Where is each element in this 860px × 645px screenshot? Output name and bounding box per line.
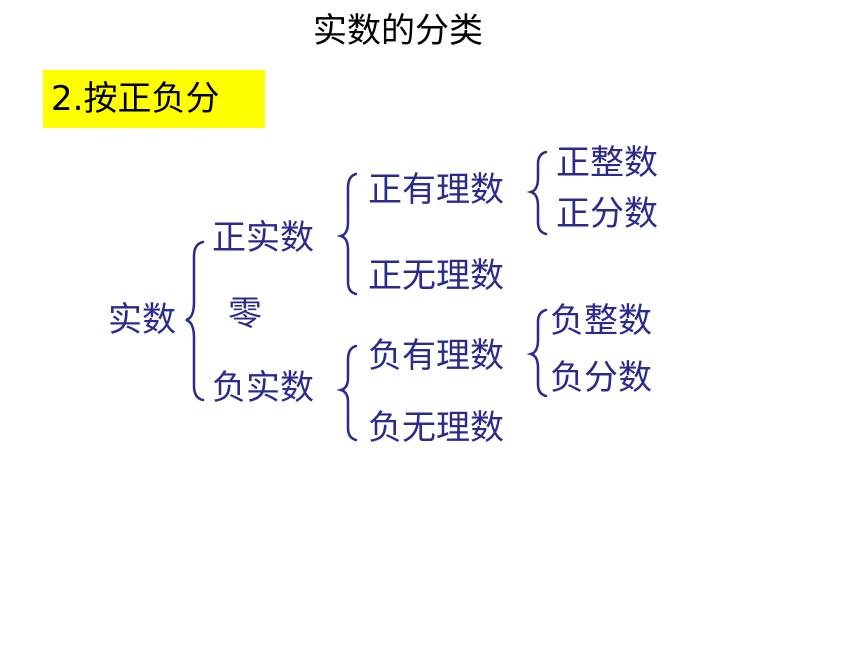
brace-root [185, 240, 205, 402]
section-heading: 2.按正负分 [43, 70, 265, 128]
node-negative-real: 负实数 [212, 368, 314, 408]
node-negative-integer: 负整数 [550, 301, 652, 341]
brace-neg-rational [526, 308, 548, 398]
brace-positive [336, 172, 358, 296]
brace-pos-rational [526, 150, 548, 236]
node-real-numbers: 实数 [108, 300, 176, 340]
node-negative-irrational: 负无理数 [368, 408, 504, 448]
node-zero: 零 [228, 294, 262, 334]
node-negative-fraction: 负分数 [550, 358, 652, 398]
node-positive-irrational: 正无理数 [368, 256, 504, 296]
node-negative-rational: 负有理数 [368, 336, 504, 376]
node-positive-real: 正实数 [212, 218, 314, 258]
node-positive-integer: 正整数 [556, 143, 658, 183]
brace-negative [336, 344, 358, 442]
node-positive-rational: 正有理数 [368, 170, 504, 210]
page-title: 实数的分类 [313, 11, 483, 51]
node-positive-fraction: 正分数 [556, 194, 658, 234]
